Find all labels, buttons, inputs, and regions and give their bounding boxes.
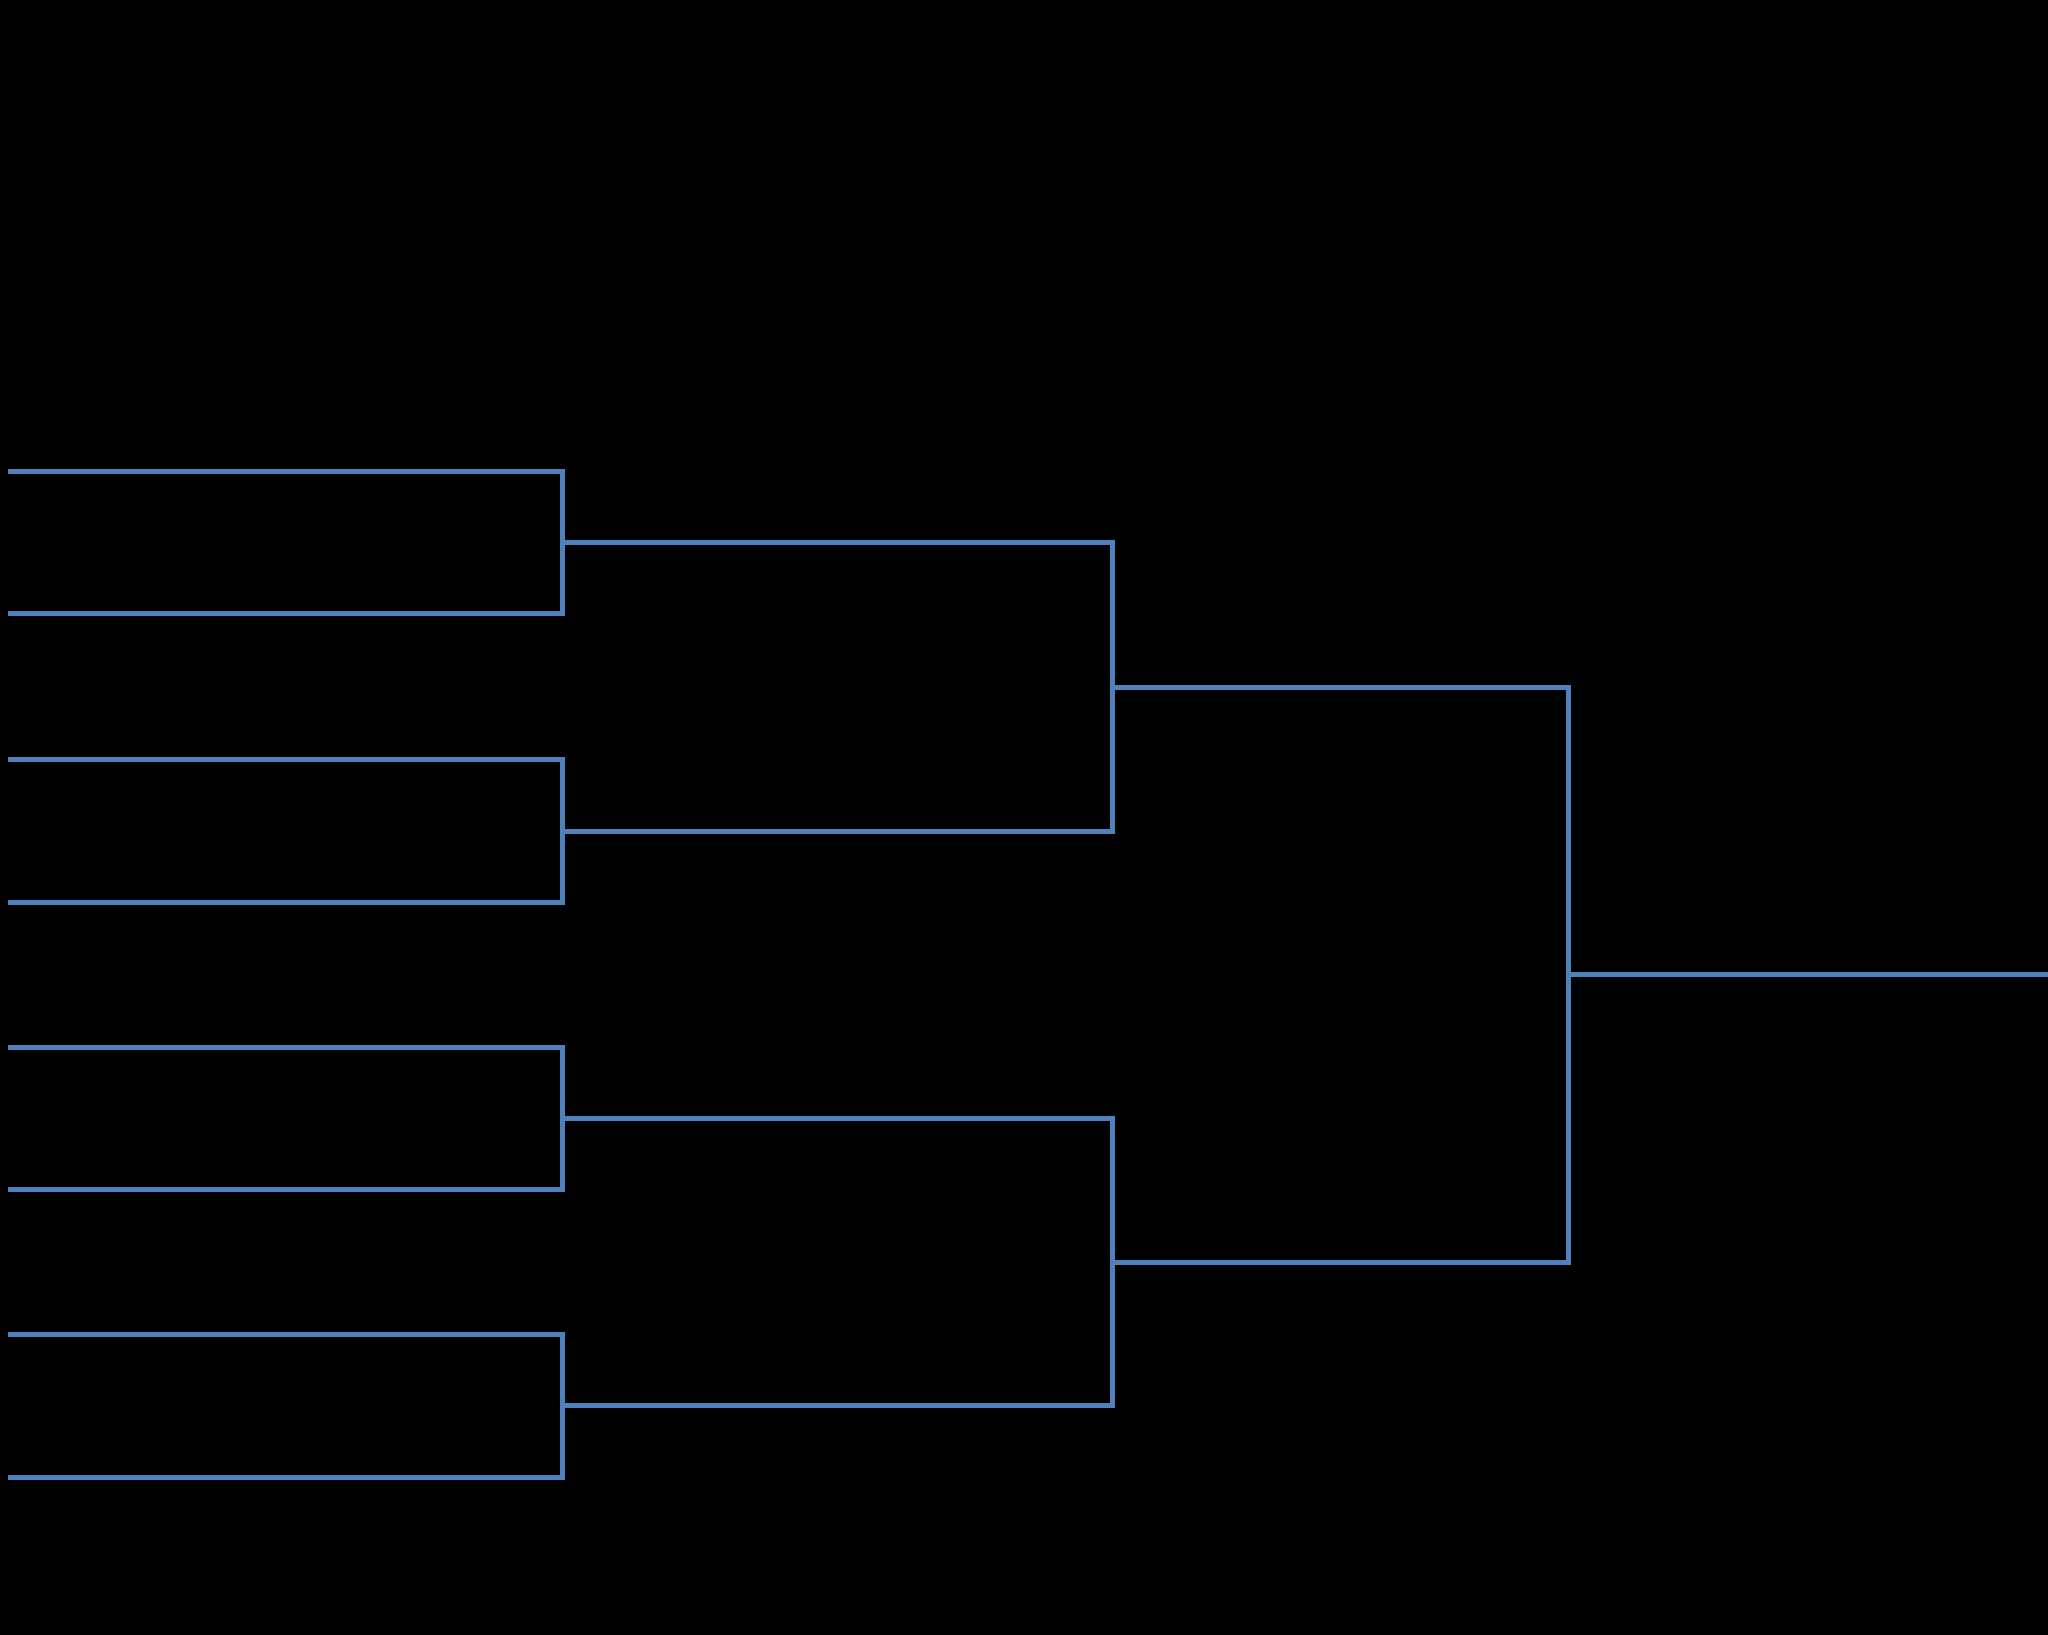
r1-slot-3-line [7,756,565,762]
final-slot-1-line [1109,684,1571,690]
champion-line-line [1565,971,2048,977]
r1-slot-2-line [7,610,565,616]
r1-slot-7-line [7,1331,565,1337]
semifinal-slot-4-line [559,1402,1115,1408]
semifinal-slot-3-line [559,1115,1115,1121]
r1-slot-5-line [7,1044,565,1050]
final-slot-2-line [1109,1259,1571,1265]
r1-slot-1-line [7,468,565,474]
semifinal-slot-2-line [559,828,1115,834]
r1-slot-8-line [7,1474,565,1480]
r1-slot-6-line [7,1186,565,1192]
semifinal-slot-1-line [559,539,1115,545]
r1-slot-4-line [7,899,565,905]
